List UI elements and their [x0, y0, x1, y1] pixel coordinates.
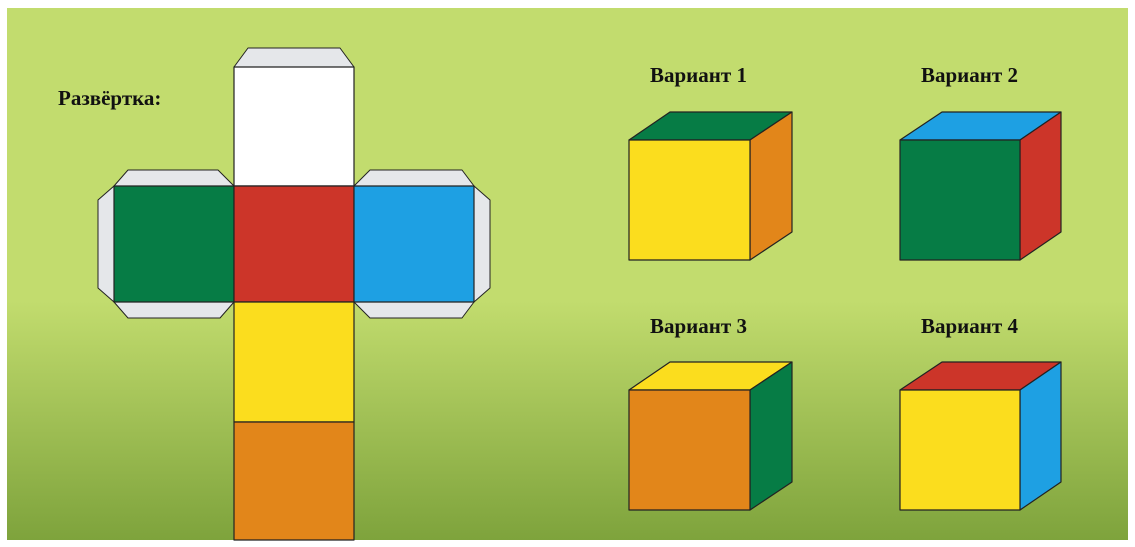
net-tab-left-top: [113, 169, 235, 187]
net-tab-right-bottom: [353, 301, 475, 319]
net-face-below-center: [233, 301, 355, 423]
cube-variant-4: [899, 361, 1062, 511]
variant-1-title: Вариант 1: [650, 63, 747, 87]
variant-4-front-face: [899, 389, 1021, 511]
net-tab-top: [233, 47, 355, 68]
net-face-center: [233, 185, 355, 303]
variant-2-title: Вариант 2: [921, 63, 1018, 87]
net-tab-right-top: [353, 169, 475, 187]
net-face-left: [113, 185, 235, 303]
cube-variant-1: [628, 111, 793, 261]
variant-1-front-face: [628, 139, 751, 261]
variant-3-front-face: [628, 389, 751, 511]
variant-4-title: Вариант 4: [921, 314, 1018, 338]
net-face-bottom: [233, 421, 355, 541]
net-face-right: [353, 185, 475, 303]
variant-2-front-face: [899, 139, 1021, 261]
net-title: Развёртка:: [58, 86, 162, 110]
cube-variant-2: [899, 111, 1062, 261]
net-face-top: [233, 66, 355, 187]
net-tab-right-side: [473, 185, 491, 303]
variant-3-title: Вариант 3: [650, 314, 747, 338]
net-tab-left-side: [97, 185, 115, 303]
cube-variant-3: [628, 361, 793, 511]
net-tab-left-bottom: [113, 301, 235, 319]
cube-net: [97, 47, 491, 541]
